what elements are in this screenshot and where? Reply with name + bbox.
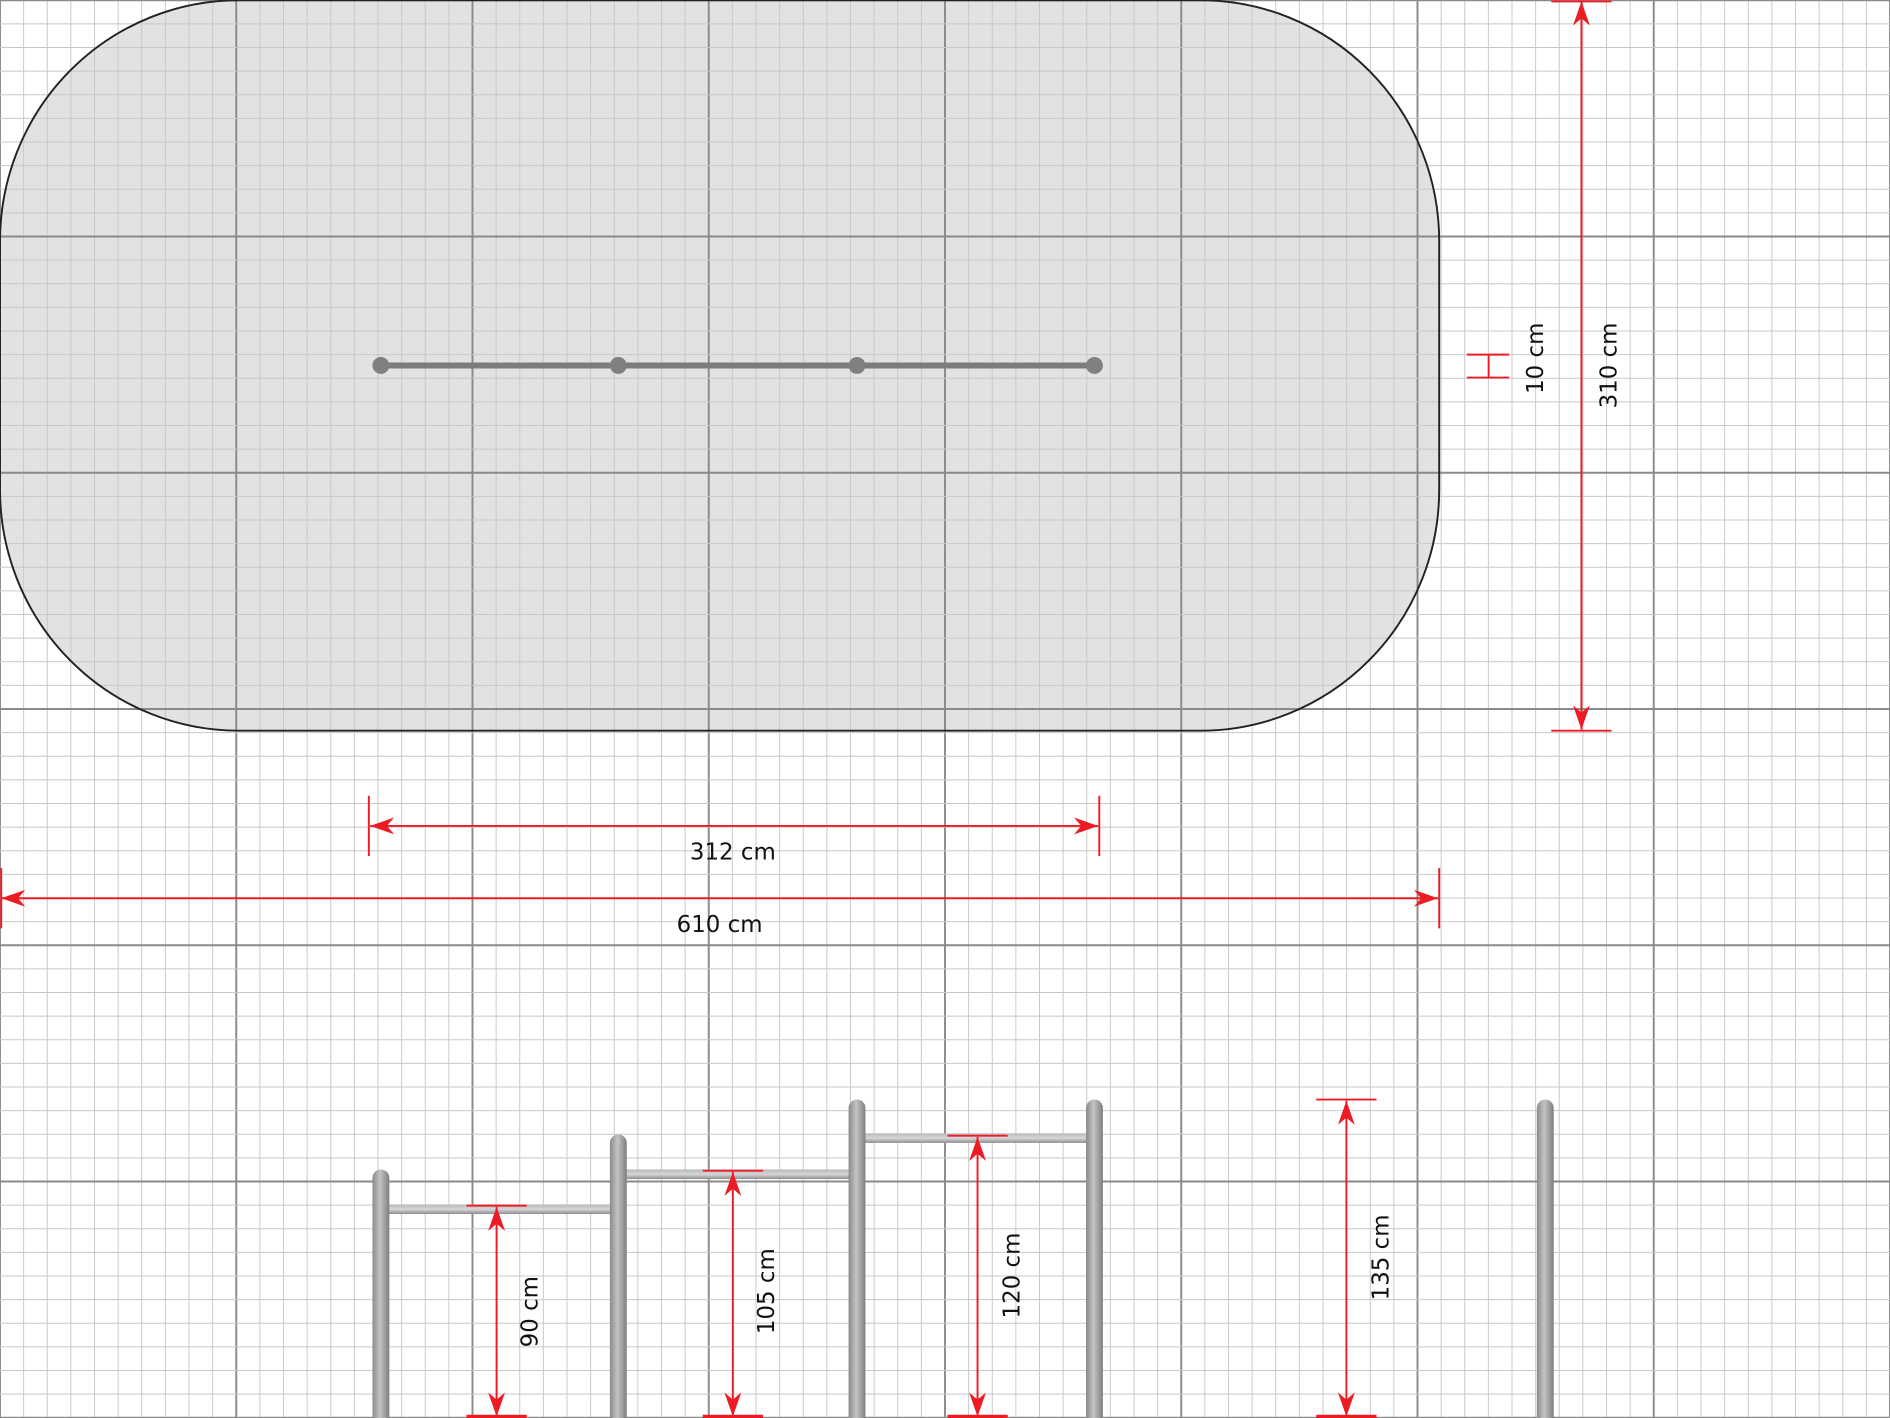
post-top xyxy=(609,357,627,374)
height-label-135: 135 cm xyxy=(1369,1215,1395,1301)
bar-diameter-dimension xyxy=(1466,353,1510,379)
safety-area-outline xyxy=(0,0,1441,732)
bar-diameter-label: 10 cm xyxy=(1523,323,1549,394)
height-dimension-90 xyxy=(466,1204,527,1418)
post xyxy=(1086,1099,1103,1418)
height-label-105: 105 cm xyxy=(754,1248,780,1334)
post xyxy=(609,1134,627,1418)
height-label-120: 120 cm xyxy=(1000,1233,1026,1319)
bar-span-label: 312 cm xyxy=(690,840,776,866)
depth-label: 310 cm xyxy=(1596,323,1622,409)
post-top xyxy=(1086,357,1103,374)
height-label-90: 90 cm xyxy=(518,1276,544,1347)
total-width-label: 610 cm xyxy=(677,912,763,938)
height-dimension-105 xyxy=(702,1169,763,1418)
post xyxy=(1536,1099,1554,1418)
total-width-dimension xyxy=(0,868,1441,929)
height-dimension-135 xyxy=(1316,1098,1377,1418)
height-dimension-120 xyxy=(947,1134,1008,1418)
post-top xyxy=(848,357,866,374)
post xyxy=(372,1169,390,1418)
post xyxy=(848,1099,866,1418)
post-top xyxy=(372,357,390,374)
top-view-bars xyxy=(372,357,1103,374)
bar-span-dimension xyxy=(367,795,1101,857)
depth-dimension xyxy=(1551,0,1612,732)
